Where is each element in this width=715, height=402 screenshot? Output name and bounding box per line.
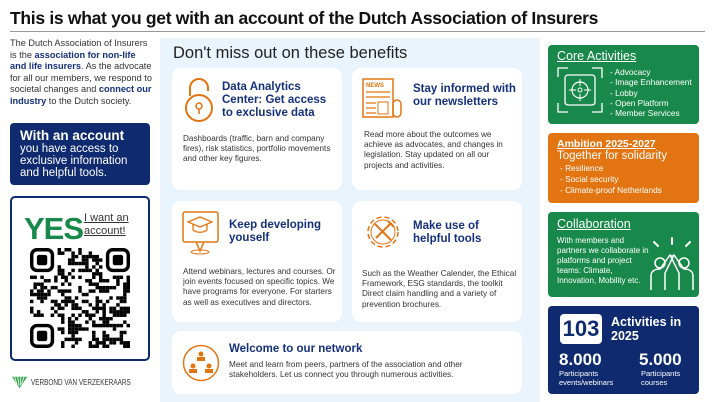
- core-item: - Advocacy: [610, 67, 651, 77]
- activities-label: Activities in 2025: [611, 315, 682, 343]
- intro-part: to the Dutch society.: [46, 95, 132, 106]
- intro-bold: association for non-life and life insure…: [10, 49, 136, 72]
- yes-label: YES: [24, 211, 84, 246]
- card-tools[interactable]: Make use of helpful tools Such as the We…: [352, 201, 522, 322]
- stat-courses-value: 5.000: [639, 350, 682, 369]
- qr-box: YES I want an account!: [10, 196, 150, 361]
- card-body: Such as the Weather Calender, the Ethica…: [362, 269, 517, 309]
- card-body: Read more about the outcomes we achieve …: [364, 130, 503, 170]
- card-title: Stay informed with our newsletters: [413, 83, 516, 108]
- page-title: This is what you get with an account of …: [10, 8, 599, 28]
- intro-bold: connect our industry: [10, 84, 152, 106]
- card-newsletters[interactable]: NEWS Stay informed with our newsletters …: [352, 68, 522, 190]
- core-list: - Advocacy- Image Enhancement- Lobby- Op…: [610, 67, 692, 118]
- benefits-heading: Don't miss out on these benefits: [173, 44, 408, 62]
- account-box: With an account you have access to exclu…: [10, 123, 150, 185]
- activities-count: 103: [560, 314, 602, 344]
- core-item: - Member Services: [610, 108, 680, 119]
- ambition-item: - Climate-proof Netherlands: [560, 185, 662, 195]
- newspaper-icon: NEWS: [362, 78, 402, 118]
- core-item: - Image Enhancement: [610, 77, 692, 88]
- ambition-item: - Resilience: [560, 163, 604, 173]
- stats-box: 103 Activities in 2025 8.000 Participant…: [548, 306, 699, 394]
- ambition-box: Ambition 2025-2027 Together for solidari…: [548, 133, 699, 203]
- stat-events-value: 8.000: [559, 350, 602, 369]
- card-data-analytics[interactable]: Data Analytics Center: Get access to exc…: [172, 68, 342, 190]
- card-title: Welcome to our network: [229, 343, 363, 355]
- core-item: - Open Platform: [610, 97, 669, 108]
- card-title: Make use of helpful tools: [413, 220, 482, 245]
- core-title: Core Activities: [557, 49, 637, 63]
- news-icon-label: NEWS: [366, 83, 384, 89]
- ambition-subtitle: Together for solidarity: [557, 150, 667, 162]
- account-text: you have access to exclusive information…: [20, 143, 128, 179]
- collab-title: Collaboration: [557, 217, 631, 231]
- stat-events-label: Participants events/webinars: [559, 369, 614, 387]
- network-icon: [182, 344, 220, 382]
- divider: [10, 31, 705, 32]
- intro-text: The Dutch Association of Insurers is the…: [10, 38, 152, 108]
- card-title: Keep developing youself: [229, 219, 322, 244]
- logo-text: VERBOND VAN VERZEKERAARS: [31, 378, 132, 387]
- stat-courses-label: Participants courses: [641, 369, 681, 387]
- card-body: Attend webinars, lectures and courses. O…: [183, 267, 336, 307]
- padlock-icon: [185, 78, 213, 122]
- card-body: Meet and learn from peers, partners of t…: [229, 360, 463, 380]
- core-activities-box: Core Activities - Advocacy- Image Enhanc…: [548, 45, 699, 124]
- tools-gear-icon: [367, 216, 399, 248]
- collab-text: With members and partners we collaborate…: [557, 236, 649, 285]
- card-title: Data Analytics Center: Get access to exc…: [222, 81, 327, 119]
- card-network[interactable]: Welcome to our network Meet and learn fr…: [172, 331, 522, 394]
- collaboration-box: Collaboration With members and partners …: [548, 212, 699, 297]
- high-five-icon: [650, 237, 694, 290]
- logo: VERBOND VAN VERZEKERAARS: [12, 374, 156, 391]
- core-item: - Lobby: [610, 87, 638, 98]
- graduation-cap-icon: [182, 211, 219, 255]
- target-icon: [557, 67, 603, 113]
- ambition-item: - Social security: [560, 174, 619, 184]
- card-body: Dashboards (traffic, barn and company fi…: [183, 134, 331, 164]
- ambition-title: Ambition 2025-2027: [557, 138, 656, 150]
- intro-part: . As the advocate for all our members, w…: [10, 61, 152, 95]
- card-develop[interactable]: Keep developing youself Attend webinars,…: [172, 201, 342, 322]
- ambition-list: - Resilience- Social security- Climate-p…: [557, 163, 690, 196]
- logo-icon: [12, 376, 28, 389]
- account-heading: With an account: [20, 128, 125, 143]
- intro-part: The Dutch Association of Insurers is the: [10, 38, 148, 60]
- qr-code[interactable]: [30, 248, 130, 348]
- want-account-link[interactable]: I want an account!: [84, 212, 129, 237]
